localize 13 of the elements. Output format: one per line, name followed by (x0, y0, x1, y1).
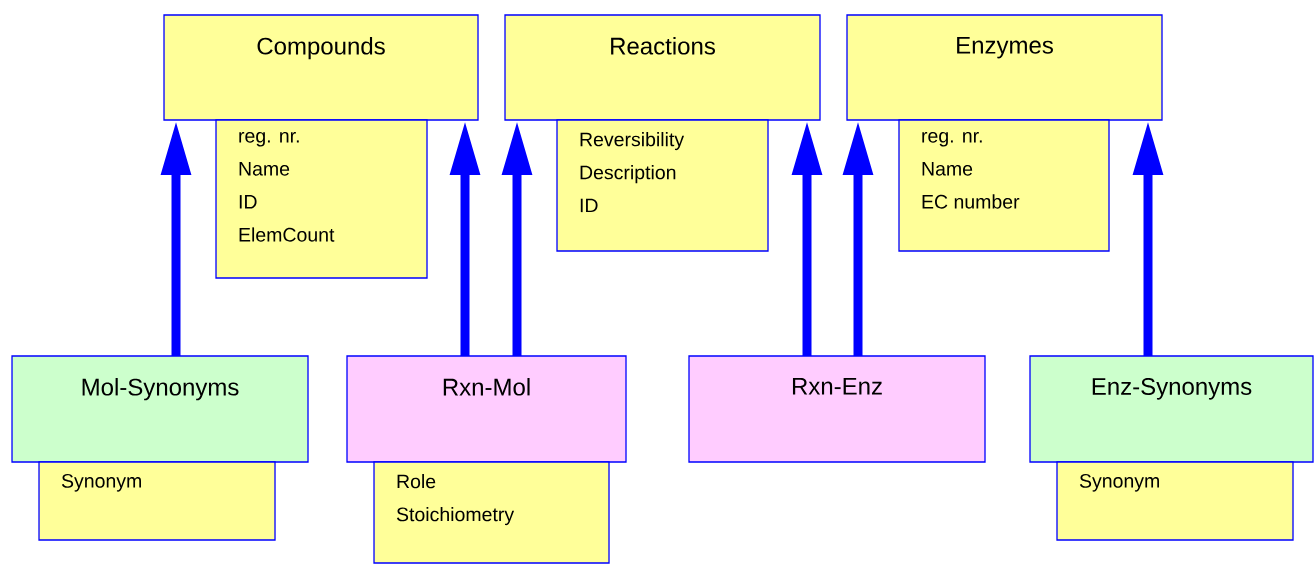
table-box: Rxn-Mol (346, 355, 627, 463)
attribute-box: Reversibility Description ID (556, 119, 769, 252)
table-box: Mol-Synonyms (11, 355, 309, 463)
table-box: Compounds (163, 14, 479, 121)
attribute-box: reg. nr. Name EC number (898, 119, 1110, 252)
attribute-box: reg. nr. Name ID ElemCount (215, 119, 428, 279)
attribute-box: Role Stoichiometry (373, 461, 610, 564)
attribute-box: Synonym (38, 461, 276, 541)
table-box: Enzymes (846, 14, 1163, 121)
table-box: Reactions (504, 14, 821, 121)
table-box: Enz-Synonyms (1029, 355, 1314, 463)
table-box: Rxn-Enz (688, 355, 986, 463)
attribute-box: Synonym (1056, 461, 1294, 541)
